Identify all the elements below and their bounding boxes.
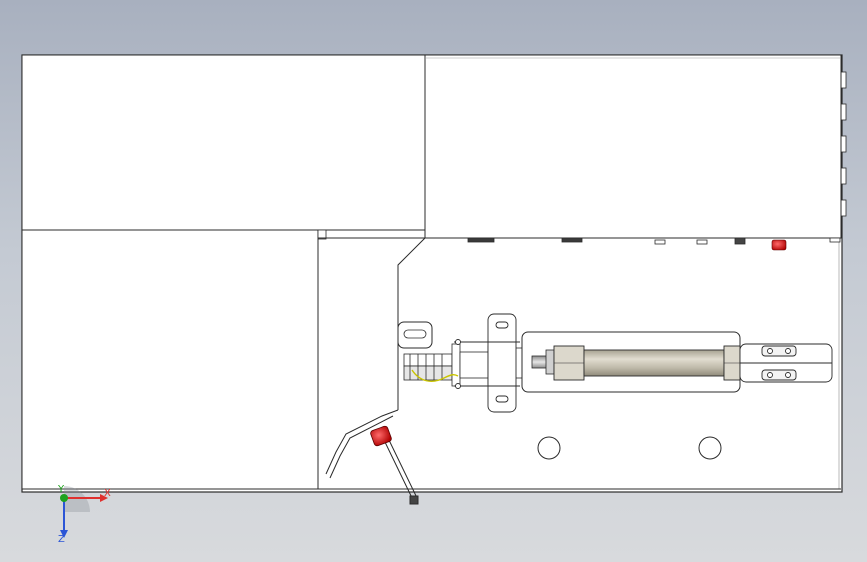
cover-panel-top-left — [21, 54, 426, 231]
cover-panel-bottom-left — [21, 229, 327, 490]
cylinder-clevis — [739, 343, 833, 383]
y-axis-dot-icon — [60, 494, 68, 502]
pneumatic-cylinder — [553, 345, 741, 381]
cover-panel-top-right — [424, 54, 842, 239]
mounting-bracket — [397, 321, 433, 349]
axis-triad: X Y Z — [57, 484, 111, 545]
yellow-wire — [411, 369, 459, 382]
lever-arm — [325, 409, 419, 505]
red-knob-icon — [370, 425, 392, 447]
y-axis-label: Y — [57, 484, 65, 495]
guide-plate — [454, 313, 520, 413]
top-rail-fittings — [467, 237, 841, 245]
x-axis-label: X — [104, 488, 111, 499]
z-axis-label: Z — [58, 534, 65, 545]
x-axis-arrow-icon — [100, 494, 108, 502]
z-axis-arrow-icon — [60, 530, 68, 538]
inner-compartment — [317, 237, 841, 490]
round-cutouts — [537, 436, 722, 460]
red-valve-icon — [771, 239, 787, 251]
